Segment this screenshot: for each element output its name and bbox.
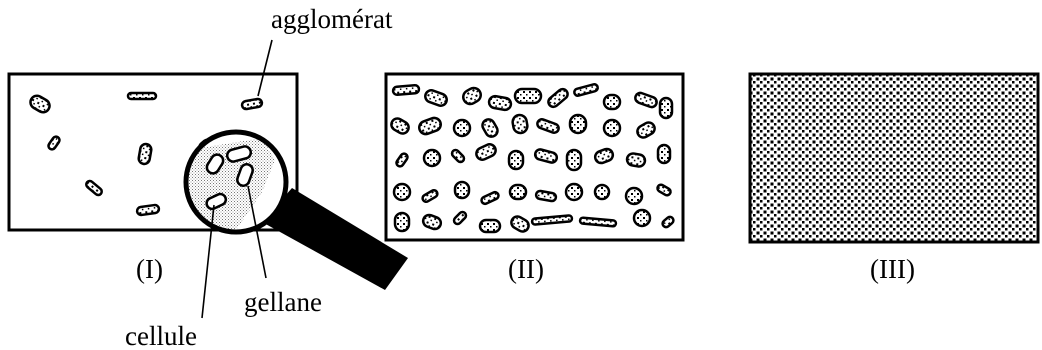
cell (393, 211, 411, 233)
cell (487, 94, 513, 112)
cell (661, 215, 675, 229)
cell (632, 208, 652, 228)
panel-2-label: (II) (508, 254, 544, 284)
cell (656, 183, 672, 197)
cell (564, 182, 584, 202)
cell (422, 148, 442, 168)
cell (462, 86, 482, 106)
cell (634, 91, 658, 109)
cell (513, 87, 543, 105)
cell (421, 189, 439, 203)
cell (534, 189, 558, 203)
gellane-label: gellane (244, 287, 322, 317)
cell (625, 152, 647, 168)
cell (510, 215, 530, 233)
cell (511, 113, 529, 135)
panel-3: (III) (748, 72, 1040, 284)
cell (624, 186, 644, 206)
cell (452, 210, 468, 226)
cell (418, 116, 442, 136)
cell (636, 121, 656, 139)
cell (593, 183, 611, 201)
cell (478, 218, 502, 234)
cell (424, 89, 448, 107)
cell (421, 213, 443, 231)
lens-handle (262, 188, 408, 290)
gellane-leader (247, 185, 267, 279)
cell (536, 118, 560, 134)
cell (135, 203, 161, 217)
agglomerat-leader (257, 39, 273, 97)
cell (453, 180, 471, 200)
panel-3-label: (III) (870, 254, 915, 284)
agglomerat-label: agglomérat (271, 4, 393, 34)
cell (137, 142, 153, 166)
cell (602, 118, 622, 138)
cell (47, 135, 61, 151)
cell (391, 83, 421, 97)
panel-3-gel (748, 72, 1040, 244)
cell (85, 179, 103, 197)
cell (392, 182, 412, 202)
cell (568, 113, 588, 135)
cell (480, 190, 500, 206)
cellule-label: cellule (125, 321, 197, 350)
lens (183, 129, 289, 235)
cell (240, 97, 264, 111)
panel-1: agglomérat cellule gellane (I) (7, 4, 408, 350)
cellule-leader (201, 204, 215, 319)
cell (656, 143, 672, 165)
cell (578, 216, 618, 228)
cell (481, 118, 499, 138)
cell (390, 117, 410, 135)
cell (29, 94, 51, 114)
cell (565, 148, 583, 172)
cell (593, 147, 615, 165)
cell (573, 83, 599, 97)
panel-2: (II) (384, 72, 685, 284)
cell (547, 87, 569, 109)
cell (602, 93, 622, 111)
cell (475, 143, 497, 161)
cell (450, 148, 466, 164)
panel-1-label: (I) (136, 254, 163, 284)
panel-2-cells (390, 83, 675, 234)
cell (452, 118, 472, 138)
cell (533, 148, 559, 164)
cell (530, 214, 574, 226)
cell (507, 149, 525, 171)
cell (508, 183, 528, 201)
cell (395, 152, 409, 168)
cell (126, 91, 158, 101)
cell (658, 96, 674, 120)
